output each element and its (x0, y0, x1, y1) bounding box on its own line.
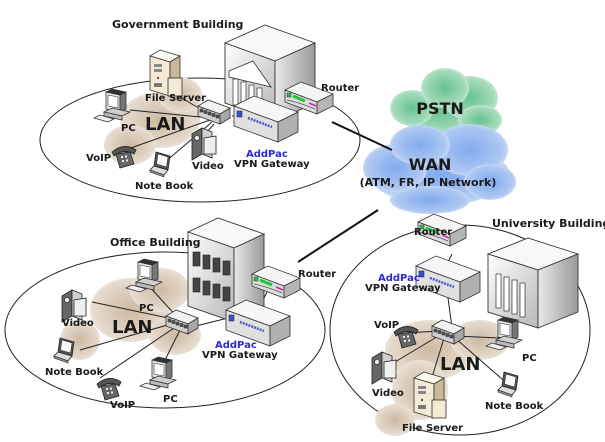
university-building-icon (487, 237, 579, 329)
router-label: Router (298, 269, 336, 280)
router-label: Router (321, 83, 359, 94)
video-label: Video (372, 388, 404, 399)
vpn-gateway-label: VPN Gateway (234, 159, 310, 170)
pc-label: PC (121, 123, 136, 134)
government-lan-label: LAN (145, 114, 185, 135)
notebook-label: Note Book (45, 367, 104, 378)
wan-cloud: WAN (ATM, FR, IP Network) (360, 124, 516, 214)
video-label: Video (62, 318, 94, 329)
notebook-label: Note Book (135, 181, 194, 192)
office-title: Office Building (110, 236, 201, 249)
office-site: Office Building PC Video LAN Note Book V… (4, 217, 336, 411)
university-lan-label: LAN (440, 354, 480, 375)
addpac-brand: AddPac (215, 340, 257, 351)
notebook-icon (149, 151, 171, 178)
government-boundary (39, 77, 361, 203)
office-lan-label: LAN (112, 317, 152, 338)
notebook-label: Note Book (485, 401, 544, 412)
voip-label: VoIP (86, 153, 111, 164)
voip-phone-icon (96, 377, 122, 401)
pc-label: PC (139, 303, 154, 314)
file-server-icon (413, 371, 447, 419)
addpac-brand: AddPac (378, 273, 420, 284)
file-server-icon (149, 49, 183, 97)
voip-label: VoIP (374, 320, 399, 331)
notebook-icon (497, 371, 519, 398)
video-camera-icon (191, 127, 217, 161)
router-label: Router (414, 227, 452, 238)
wan-label: WAN (409, 155, 452, 174)
voip-label: VoIP (110, 400, 135, 411)
vpn-gateway-icon (414, 254, 482, 304)
video-label: Video (192, 161, 224, 172)
wan-link-government (331, 121, 393, 151)
university-title: University Building (492, 217, 605, 230)
government-title: Government Building (112, 18, 243, 31)
vpn-gateway-label: VPN Gateway (365, 283, 441, 294)
pc-label: PC (522, 353, 537, 364)
vpn-gateway-label: VPN Gateway (202, 350, 278, 361)
pc-icon (139, 356, 177, 391)
pc-label: PC (163, 394, 178, 405)
wan-link-office (297, 209, 379, 263)
university-site: University Building Router AddPac VPN Ga… (329, 212, 605, 436)
office-boundary (4, 251, 326, 409)
file-server-label: File Server (402, 423, 463, 434)
wan-sublabel: (ATM, FR, IP Network) (360, 176, 497, 189)
file-server-label: File Server (145, 93, 206, 104)
pstn-label: PSTN (416, 99, 464, 118)
video-camera-icon (371, 351, 397, 385)
addpac-brand: AddPac (246, 149, 288, 160)
notebook-icon (53, 337, 75, 364)
pstn-cloud: PSTN (390, 68, 502, 135)
government-site: Government Building File Server PC LAN V… (39, 18, 361, 203)
